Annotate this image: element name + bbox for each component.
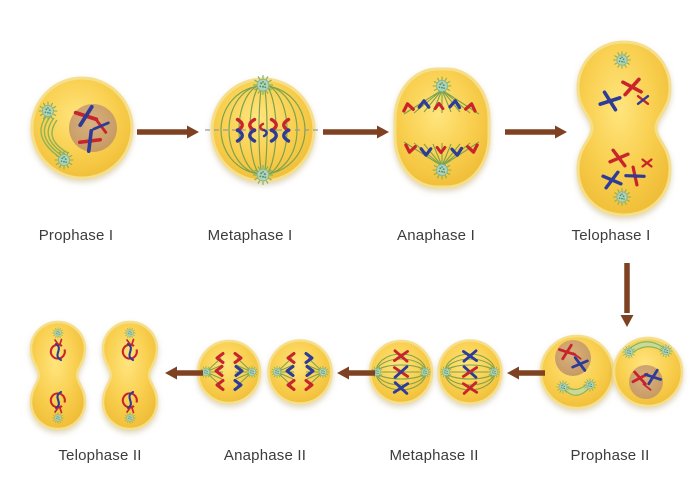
arrow-right-icon — [137, 125, 199, 139]
stage-label-anaphase-1: Anaphase I — [397, 227, 475, 244]
arrow-left-icon — [337, 366, 375, 380]
arrow-down-icon — [620, 263, 634, 327]
dividing-cell-membrane — [29, 320, 87, 431]
cell-membrane — [267, 339, 333, 405]
metaphase-2-cells — [368, 339, 503, 405]
anaphase-1-cell — [393, 67, 491, 189]
spindle-fibers-icon — [205, 357, 253, 387]
arrow-left-icon — [165, 366, 203, 380]
telophase-1-cells — [576, 40, 672, 217]
spindle-band — [628, 340, 667, 354]
dividing-cell-membrane — [576, 40, 672, 217]
stage-label-telophase-2: Telophase II — [58, 447, 142, 464]
telophase-2-cells — [29, 320, 159, 431]
spindle-fibers-icon — [276, 357, 324, 387]
arrow-left-icon — [507, 366, 545, 380]
stage-label-prophase-1: Prophase I — [38, 227, 114, 244]
stage-label-prophase-2: Prophase II — [570, 447, 650, 464]
metaphase-1-cell — [205, 74, 321, 186]
prophase-2-cells — [539, 334, 684, 410]
anaphase-2-cells — [196, 339, 333, 405]
stage-label-metaphase-1: Metaphase I — [207, 227, 293, 244]
arrow-right-icon — [323, 125, 389, 139]
prophase-1-cell — [30, 76, 134, 180]
arrow-right-icon — [505, 125, 567, 139]
stage-label-metaphase-2: Metaphase II — [389, 447, 479, 464]
dividing-cell-membrane — [101, 320, 159, 431]
stage-label-telophase-1: Telophase I — [571, 227, 651, 244]
cell-membrane — [393, 67, 491, 189]
stage-label-anaphase-2: Anaphase II — [223, 447, 307, 464]
